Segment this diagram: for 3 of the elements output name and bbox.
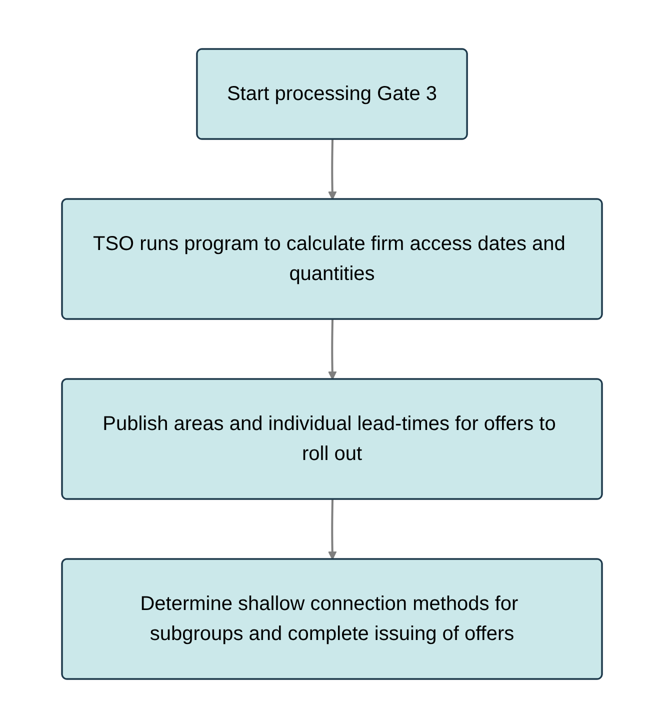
arrow <box>327 319 336 380</box>
arrow <box>327 139 336 200</box>
arrow <box>327 499 336 560</box>
